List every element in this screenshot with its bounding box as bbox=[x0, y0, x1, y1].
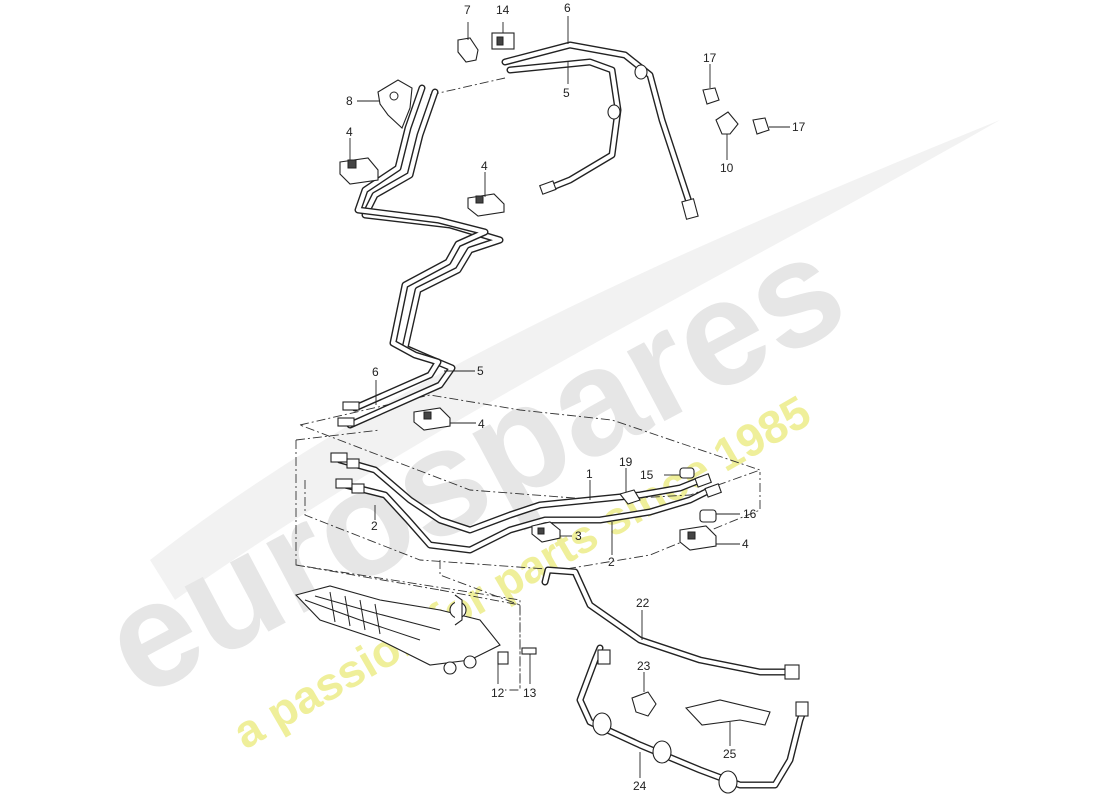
pipe-assembly-lower bbox=[330, 452, 722, 554]
callout-24: 24 bbox=[633, 779, 647, 793]
callout-4-b: 4 bbox=[481, 159, 488, 173]
boundary-middle bbox=[295, 429, 521, 690]
callout-13: 13 bbox=[523, 686, 537, 700]
callout-25: 25 bbox=[723, 747, 737, 761]
callout-4-a: 4 bbox=[346, 125, 353, 139]
pipe-assembly-bottom bbox=[541, 566, 809, 794]
part-4-clamp-a bbox=[339, 157, 379, 185]
part-13-bolt bbox=[521, 647, 537, 655]
watermark-swoosh bbox=[150, 120, 1000, 600]
callout-2-b: 2 bbox=[608, 555, 615, 569]
callout-5-mid: 5 bbox=[477, 364, 484, 378]
part-12-clip bbox=[497, 651, 509, 665]
part-4-clamp-c bbox=[413, 407, 451, 431]
callout-7: 7 bbox=[464, 3, 471, 17]
part-17-grommet-a bbox=[702, 87, 720, 105]
boundary-lower bbox=[439, 560, 521, 691]
callout-2-a: 2 bbox=[371, 519, 378, 533]
part-8-plate bbox=[377, 79, 413, 129]
callout-22: 22 bbox=[636, 596, 650, 610]
leader-lines bbox=[349, 16, 790, 778]
callout-6-top: 6 bbox=[564, 1, 571, 15]
assembly-boundaries bbox=[295, 77, 762, 691]
callout-6-mid: 6 bbox=[372, 365, 379, 379]
callout-1: 1 bbox=[586, 467, 593, 481]
part-4-clamp-d bbox=[679, 525, 717, 551]
callout-3: 3 bbox=[575, 529, 582, 543]
watermark: eurospares a passion for parts since 198… bbox=[76, 120, 1000, 759]
callout-4-c: 4 bbox=[478, 417, 485, 431]
callout-19: 19 bbox=[619, 455, 633, 469]
callout-4-d: 4 bbox=[742, 537, 749, 551]
part-7-bracket bbox=[457, 37, 479, 63]
part-19-clip bbox=[619, 489, 641, 505]
part-4-clamp-b bbox=[467, 193, 505, 217]
part-3-clamp bbox=[531, 521, 561, 543]
callout-17-a: 17 bbox=[703, 51, 717, 65]
boundary-inner bbox=[304, 472, 761, 571]
callouts: 7 14 6 5 8 4 4 17 17 10 6 5 4 19 15 1 16… bbox=[346, 1, 806, 793]
part-23-clip bbox=[631, 691, 657, 717]
callout-10: 10 bbox=[720, 161, 734, 175]
callout-15: 15 bbox=[640, 468, 654, 482]
callout-23: 23 bbox=[637, 659, 651, 673]
callout-14: 14 bbox=[496, 3, 510, 17]
part-17-grommet-b bbox=[752, 117, 770, 135]
pipe-5-upper-run bbox=[506, 58, 622, 192]
small-parts bbox=[339, 32, 770, 665]
part-15-plug bbox=[679, 467, 695, 479]
callout-17-b: 17 bbox=[792, 120, 806, 134]
pipe-assembly-upper bbox=[337, 41, 699, 429]
boundary-top-link bbox=[429, 77, 506, 96]
part-25-bracket bbox=[684, 699, 771, 726]
steering-rack bbox=[294, 585, 501, 675]
callout-12: 12 bbox=[491, 686, 505, 700]
part-10-bracket bbox=[715, 111, 739, 135]
callout-8: 8 bbox=[346, 94, 353, 108]
part-16-plug bbox=[699, 509, 717, 523]
callout-16: 16 bbox=[743, 507, 757, 521]
callout-5-top: 5 bbox=[563, 86, 570, 100]
